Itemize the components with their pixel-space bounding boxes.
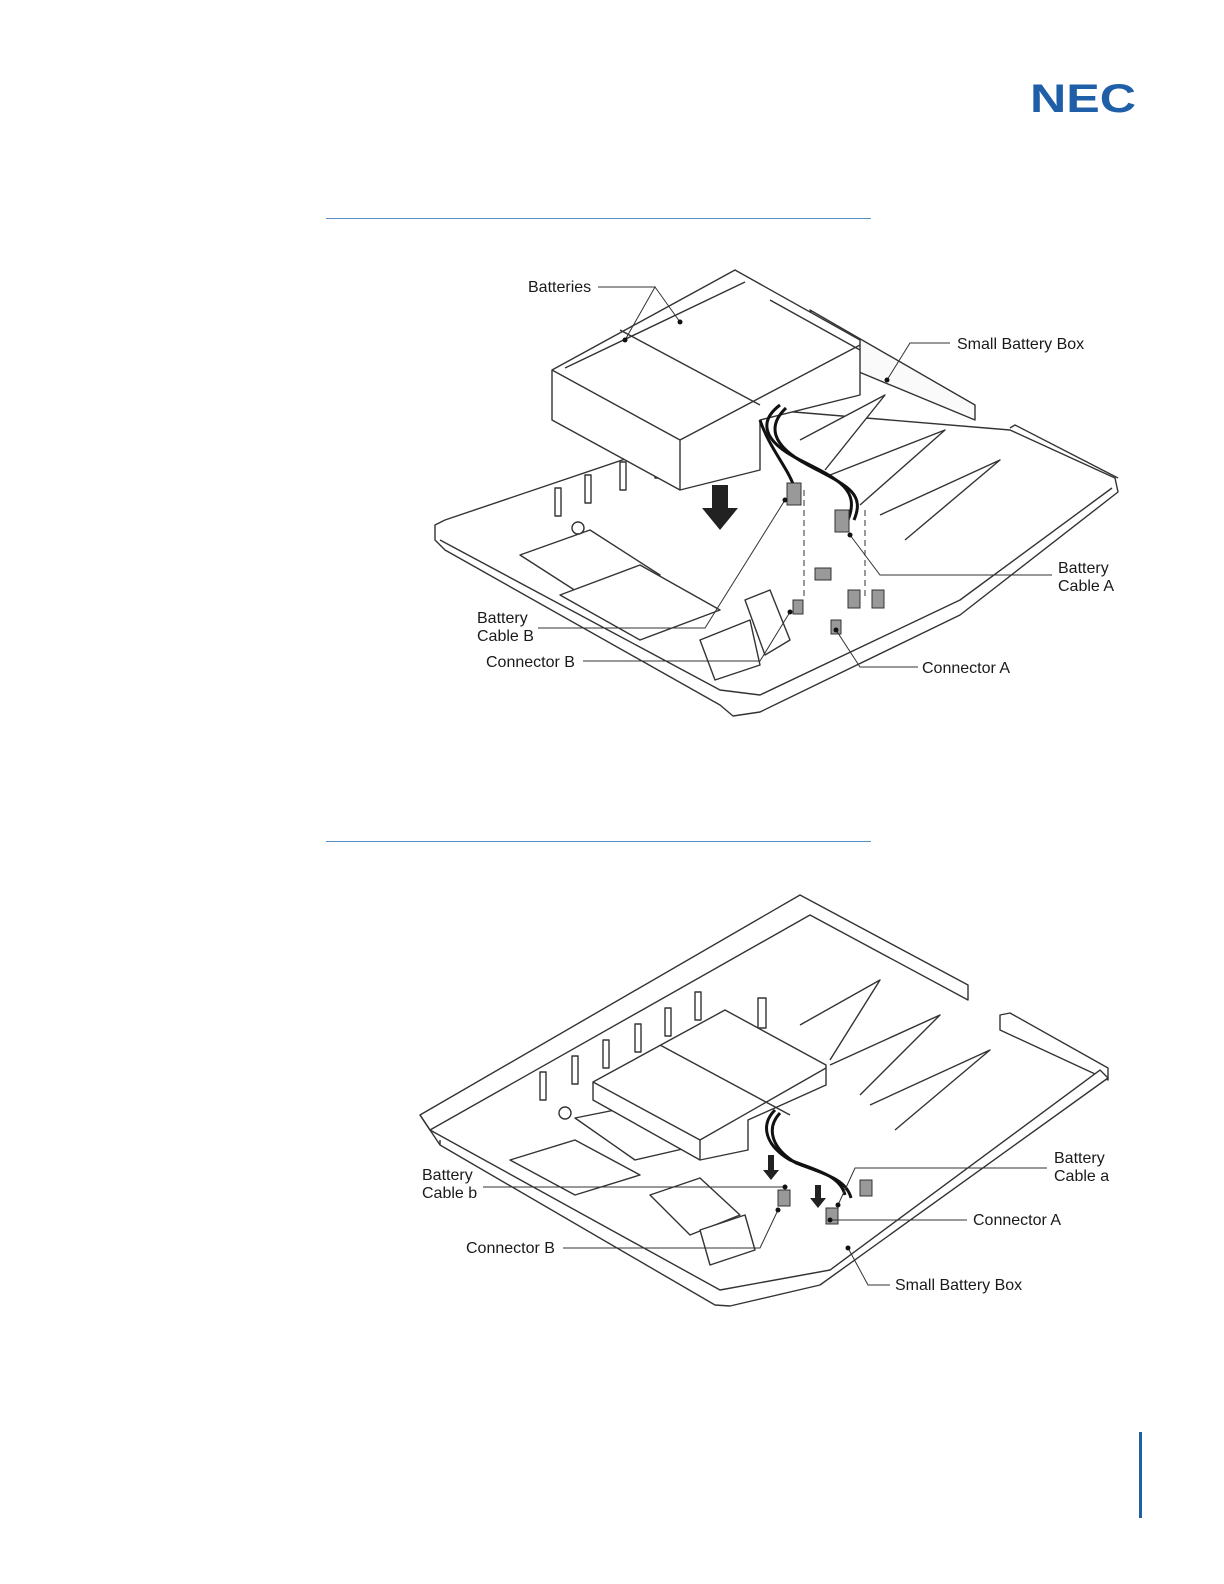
connector-parts-2: [778, 1180, 872, 1224]
page-edge-bar: [1139, 1432, 1142, 1518]
label-connector-b: Connector B: [466, 1240, 555, 1257]
label-battery-cable-b-line1: Battery: [422, 1167, 473, 1184]
label-battery-cable-a-line1: Battery: [1054, 1150, 1105, 1167]
label-small-battery-box: Small Battery Box: [895, 1277, 1022, 1294]
label-connector-a: Connector A: [973, 1212, 1061, 1229]
battery-cables-2: [767, 1110, 851, 1198]
label-battery-cable-a-line2: Cable a: [1054, 1168, 1109, 1185]
label-battery-cable-b-line2: Cable b: [422, 1185, 477, 1202]
